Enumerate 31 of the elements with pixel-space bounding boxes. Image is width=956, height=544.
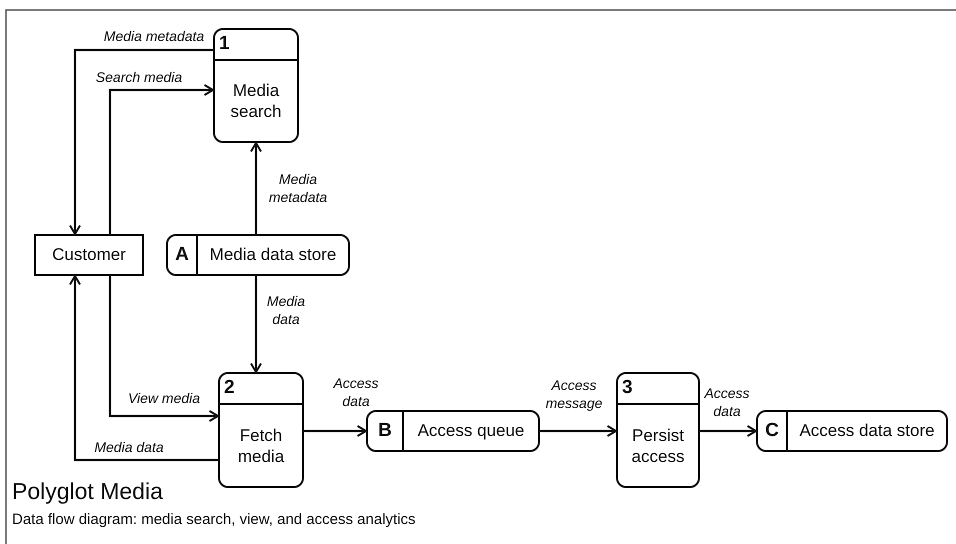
store-label: Media data store — [210, 245, 336, 265]
store-id: B — [378, 420, 392, 442]
process-label: Persist access — [630, 424, 686, 466]
arrow — [700, 425, 757, 437]
caption: Data flow diagram: media search, view, and access analytics — [12, 511, 416, 528]
process-label: Media search — [229, 80, 283, 122]
process-box — [616, 372, 700, 488]
external-entity-box — [34, 234, 144, 276]
store-label: Access queue — [418, 421, 524, 441]
process-box — [218, 372, 304, 488]
data-store-box — [366, 410, 540, 452]
arrow — [250, 142, 262, 234]
store-label: Access data store — [799, 421, 935, 441]
process-number: 1 — [218, 32, 230, 56]
arrow — [69, 275, 218, 462]
store-id: A — [175, 244, 189, 266]
process-number: 2 — [223, 376, 235, 400]
title: Polyglot Media — [12, 478, 163, 505]
store-id: C — [765, 420, 779, 442]
arrow — [69, 48, 213, 235]
arrow — [540, 425, 617, 437]
arrow — [304, 425, 367, 437]
data-store-box — [166, 234, 350, 276]
data-store-box — [756, 410, 948, 452]
arrow — [108, 276, 219, 422]
arrow — [108, 84, 214, 234]
process-box — [213, 28, 299, 143]
process-label: Fetch media — [236, 424, 286, 466]
entity-label: Customer — [52, 245, 126, 265]
process-number: 3 — [621, 376, 633, 400]
arrow — [250, 276, 262, 373]
